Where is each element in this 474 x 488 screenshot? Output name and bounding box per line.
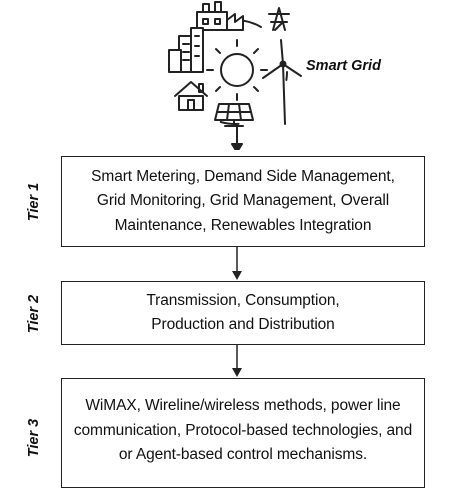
sun-icon [206,39,268,101]
tier-1-box: Smart Metering, Demand Side Management, … [61,156,425,247]
wind-turbine-icon [262,39,302,125]
city-buildings-icon [168,27,204,73]
tier-2-line-2: Production and Distribution [151,316,335,333]
house-icon [174,81,208,111]
tier-1-line-1: Smart Metering, Demand Side Management, [91,167,395,185]
arrow-tier1-to-tier2 [232,247,242,280]
tier-1-line-3: Maintenance, Renewables Integration [114,216,372,234]
pylon-icon [268,7,290,31]
tier-2-line-1: Transmission, Consumption, [146,291,340,309]
tier-1-label: Tier 1 [26,182,42,222]
tier-2-box: Transmission, Consumption, Production an… [61,281,425,345]
tier-3-label: Tier 3 [26,418,42,458]
tier-3-box: WiMAX, Wireline/wireless methods, power … [61,378,425,488]
factory-icon [196,1,244,31]
smart-grid-illustration [168,1,302,150]
solar-panel-icon [214,103,254,127]
tier-3-line-3: or Agent-based control mechanisms. [118,446,368,463]
tier-3-line-2: communication, Protocol-based technologi… [73,421,413,439]
arrow-tier2-to-tier3 [232,345,242,377]
tier-1-line-2: Grid Monitoring, Grid Management, Overal… [96,192,390,210]
tier-3-line-1: WiMAX, Wireline/wireless methods, power … [85,397,401,414]
diagram-title: Smart Grid [306,58,381,74]
tier-2-label: Tier 2 [26,294,42,334]
